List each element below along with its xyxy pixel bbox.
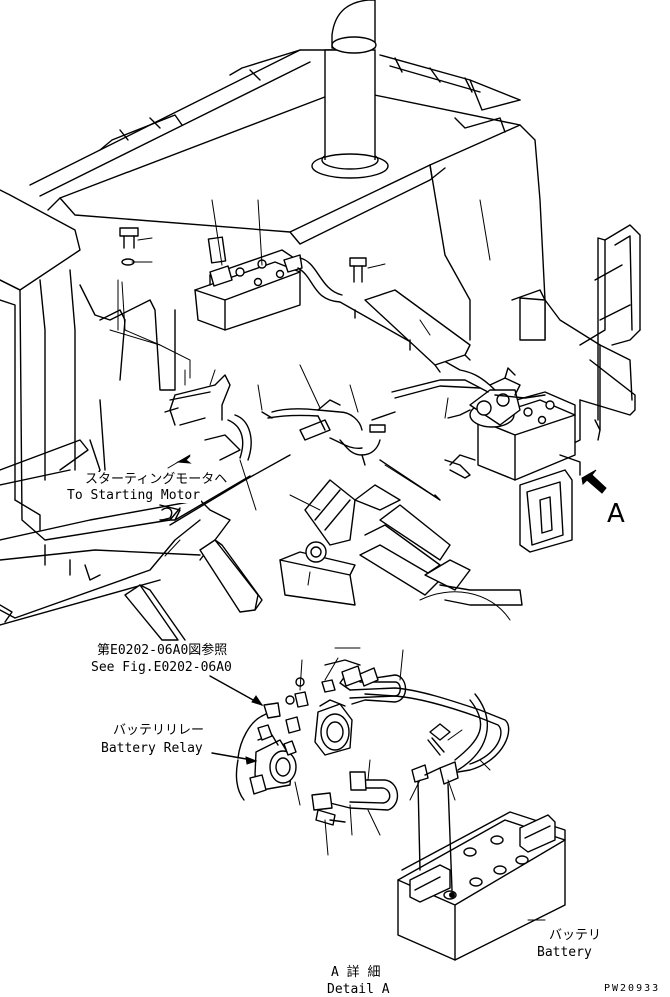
leader-lines-detail (209, 647, 546, 921)
label-detail-a-en: Detail A (326, 982, 391, 997)
detail-a-assembly (235, 659, 566, 961)
drawing-code: PW20933 (604, 983, 661, 994)
exhaust-stack (311, 0, 389, 179)
track-shoe-parts (124, 479, 523, 641)
label-see-fig-jp: 第E0202-06A0図参照 (96, 643, 229, 658)
label-see-fig-en: See Fig.E0202-06A0 (90, 660, 233, 675)
label-battery-en: Battery (536, 945, 593, 960)
label-battery-jp: バッテリ (548, 928, 603, 943)
leader-lines-upper (109, 199, 449, 586)
view-a-arrow (161, 455, 607, 521)
battery-upper-right (447, 367, 581, 553)
label-detail-a-jp: A 詳 細 (330, 965, 382, 980)
left-cab-frame (0, 189, 231, 626)
label-to-starting-motor-en: To Starting Motor (66, 488, 202, 503)
label-to-starting-motor-jp: スターティングモータヘ (84, 472, 229, 487)
cable-routing (119, 227, 511, 621)
label-battery-relay-jp: バッテリリレー (112, 723, 206, 738)
machine-frame (29, 49, 641, 451)
battery-upper-left (194, 236, 303, 331)
label-view-a: A (607, 499, 625, 529)
label-battery-relay-en: Battery Relay (100, 741, 204, 756)
